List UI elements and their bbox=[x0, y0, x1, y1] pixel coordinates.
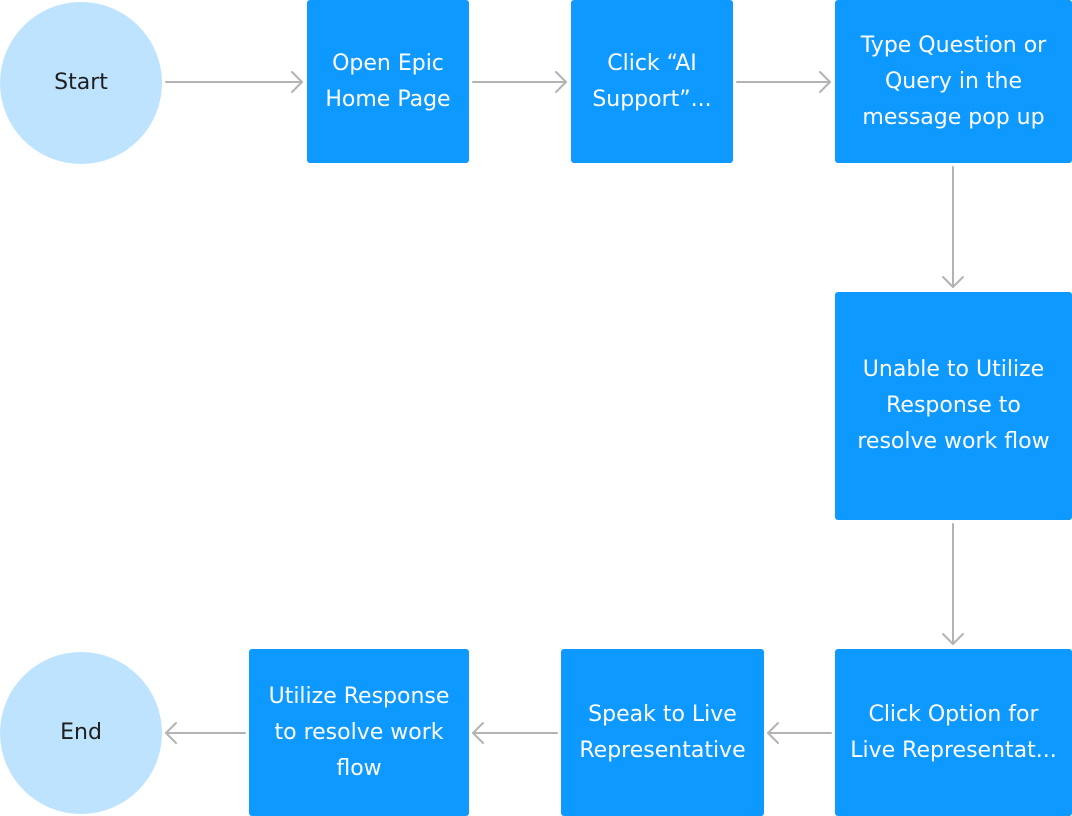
open-epic-node: Open Epic Home Page bbox=[307, 0, 469, 163]
arrow-open-epic-to-click-ai bbox=[472, 71, 567, 93]
arrow-utilize-to-end bbox=[165, 722, 246, 744]
arrow-click-option-to-speak-live bbox=[767, 722, 832, 744]
utilize-response-label: Utilize Response to resolve work flow bbox=[268, 683, 450, 781]
click-ai-support-node: Click “AI Support”... bbox=[571, 0, 733, 163]
click-option-label: Click Option for Live Representat... bbox=[850, 701, 1057, 763]
type-question-label: Type Question or Query in the message po… bbox=[860, 32, 1047, 130]
type-question-node: Type Question or Query in the message po… bbox=[835, 0, 1072, 163]
click-option-node: Click Option for Live Representat... bbox=[835, 649, 1072, 816]
unable-to-utilize-label: Unable to Utilize Response to resolve wo… bbox=[857, 357, 1050, 454]
arrow-click-ai-to-type-question bbox=[736, 71, 831, 93]
utilize-response-node: Utilize Response to resolve work flow bbox=[249, 649, 469, 816]
start-label: Start bbox=[54, 70, 108, 95]
speak-to-live-label: Speak to Live Representative bbox=[579, 701, 746, 763]
arrow-start-to-open-epic bbox=[165, 71, 303, 93]
unable-to-utilize-node: Unable to Utilize Response to resolve wo… bbox=[835, 292, 1072, 520]
arrow-unable-to-click-option bbox=[942, 523, 964, 645]
end-node: End bbox=[0, 652, 162, 814]
arrow-type-question-to-unable bbox=[942, 166, 964, 288]
arrow-speak-live-to-utilize bbox=[472, 722, 558, 744]
click-ai-support-label: Click “AI Support”... bbox=[592, 50, 712, 112]
open-epic-label: Open Epic Home Page bbox=[325, 50, 451, 112]
speak-to-live-node: Speak to Live Representative bbox=[561, 649, 764, 816]
end-label: End bbox=[60, 720, 102, 745]
start-node: Start bbox=[0, 2, 162, 164]
